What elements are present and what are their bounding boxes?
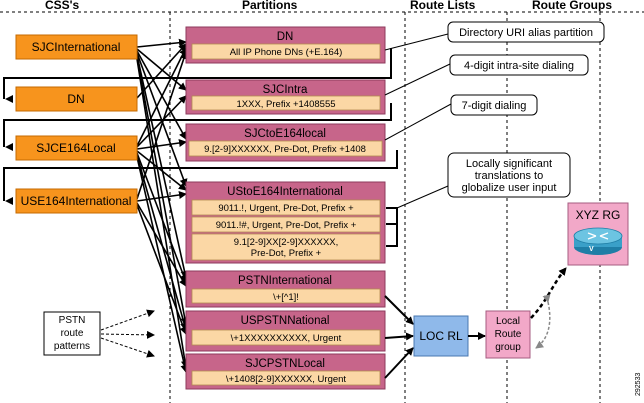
partition-sjctoe164local[interactable]: SJCtoE164local 9.[2-9]XXXXXX, Pre-Dot, P…	[185, 123, 386, 162]
callout-intra-site: 4-digit intra-site dialing	[384, 54, 589, 96]
partition-pstninternational[interactable]: PSTNInternational \+[^1]!	[185, 270, 386, 308]
header-route-groups: Route Groups	[532, 0, 612, 12]
css-label: SJCInternational	[32, 40, 121, 54]
route-list-loc-rl[interactable]: LOC RL	[413, 315, 469, 357]
router-icon: V	[573, 227, 623, 255]
partition-title: SJCIntra	[263, 84, 308, 96]
partition-pattern: \+[^1]!	[273, 292, 299, 303]
partition-title: SJCPSTNLocal	[245, 358, 325, 370]
callout-seven-digit: 7-digit dialing	[384, 94, 538, 141]
pstn-label-line2: route	[61, 328, 84, 339]
partition-title: SJCtoE164local	[244, 128, 326, 140]
partition-title: DN	[277, 31, 294, 43]
route-group-label: XYZ RG	[576, 208, 621, 222]
partition-title: USPSTNNational	[241, 315, 330, 327]
partition-uspstnnational[interactable]: USPSTNNational \+1XXXXXXXXXX, Urgent	[185, 310, 386, 352]
callout-text-line2: translations to	[475, 170, 543, 182]
partition-sjcintra[interactable]: SJCIntra 1XXX, Prefix +1408555	[185, 79, 386, 115]
pstn-label-line1: PSTN	[59, 315, 86, 326]
header-css: CSS's	[45, 0, 80, 12]
ustoe164-bracket	[386, 207, 398, 247]
partition-pattern: \+1XXXXXXXXXX, Urgent	[231, 333, 342, 344]
route-group-xyz[interactable]: XYZ RG V	[567, 202, 629, 266]
css-box-use164international[interactable]: USE164International	[15, 188, 138, 214]
css-label: USE164International	[21, 194, 132, 208]
css-box-sjcinternational[interactable]: SJCInternational	[15, 34, 138, 60]
partition-pattern: All IP Phone DNs (+E.164)	[230, 47, 343, 58]
router-badge: V	[589, 246, 594, 253]
partition-pattern: \+1408[2-9]XXXXXX, Urgent	[226, 374, 347, 385]
partition-routelist-arrows	[384, 295, 414, 379]
partition-pattern: 9011.!, Urgent, Pre-Dot, Prefix +	[218, 203, 354, 214]
callout-text: 4-digit intra-site dialing	[464, 60, 574, 72]
css-label: SJCE164Local	[36, 141, 115, 155]
figure-id: 292533	[635, 373, 642, 396]
partition-dn[interactable]: DN All IP Phone DNs (+E.164)	[185, 26, 386, 64]
local-route-group-line1: Local	[496, 316, 520, 327]
callout-text: Directory URI alias partition	[459, 27, 593, 39]
partition-title: UStoE164International	[227, 186, 343, 198]
partition-pattern: 1XXX, Prefix +1408555	[236, 99, 335, 110]
pstn-route-patterns: PSTN route patterns	[43, 311, 101, 356]
partition-pattern: 9.1[2-9]XX[2-9]XXXXXX,	[234, 237, 339, 248]
local-to-rg-arrow	[530, 267, 567, 319]
loop-connectors	[3, 48, 398, 201]
partition-title: PSTNInternational	[238, 275, 332, 287]
loop-arrowheads	[5, 95, 13, 205]
local-route-group[interactable]: Local Route group	[485, 310, 531, 359]
callout-text-line3: globalize user input	[462, 182, 557, 194]
callout-text: 7-digit dialing	[462, 100, 527, 112]
css-label: DN	[67, 92, 84, 106]
callout-directory-uri: Directory URI alias partition	[384, 21, 605, 51]
pstn-label-line3: patterns	[54, 341, 90, 352]
dynamic-assignment-arrow	[535, 294, 551, 349]
css-box-sjce164local[interactable]: SJCE164Local	[15, 135, 138, 161]
route-list-label: LOC RL	[419, 329, 463, 343]
partition-pattern: 9011.!#, Urgent, Pre-Dot, Prefix +	[216, 220, 357, 231]
header-partitions: Partitions	[242, 0, 298, 12]
partition-ustoe164international[interactable]: UStoE164International 9011.!, Urgent, Pr…	[185, 181, 386, 264]
local-route-group-line2: Route	[495, 329, 522, 340]
local-route-group-line3: group	[495, 342, 521, 353]
css-partition-arrows	[136, 38, 189, 373]
pstn-dashed-arrows	[100, 309, 155, 358]
partition-pattern-line2: Pre-Dot, Prefix +	[251, 248, 322, 259]
partition-sjcpstnlocal[interactable]: SJCPSTNLocal \+1408[2-9]XXXXXX, Urgent	[185, 353, 386, 390]
partition-pattern: 9.[2-9]XXXXXX, Pre-Dot, Prefix +1408	[204, 144, 366, 155]
callout-text-line1: Locally significant	[466, 158, 552, 170]
header-route-lists: Route Lists	[410, 0, 476, 12]
css-box-dn[interactable]: DN	[15, 86, 138, 112]
callout-local-translations: Locally significant translations to glob…	[396, 152, 571, 209]
